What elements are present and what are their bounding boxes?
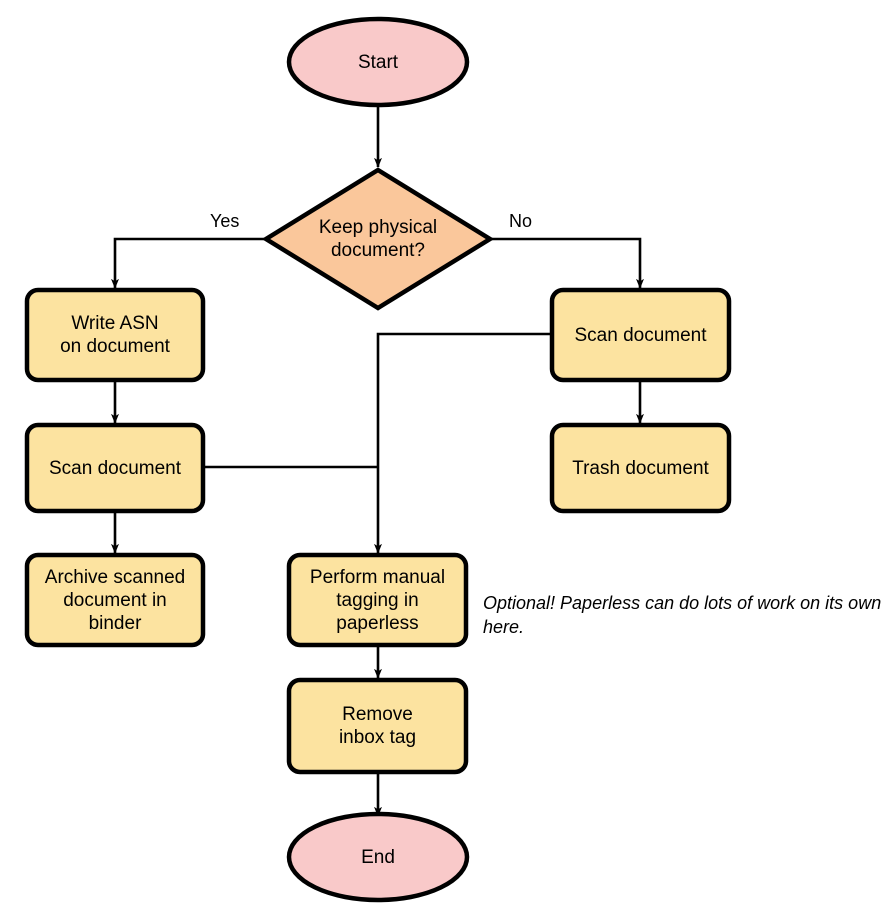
node-scan-right <box>549 287 732 383</box>
node-end <box>286 811 470 903</box>
edge-decision-yes-to-write-asn <box>111 237 266 289</box>
node-scan-left <box>24 422 206 514</box>
edge-scan-right-to-tagging <box>374 332 552 554</box>
node-remove-inbox <box>286 677 469 775</box>
node-trash <box>549 422 732 514</box>
node-write-asn <box>24 287 206 383</box>
node-start <box>286 16 470 108</box>
optional-note: Optional! Paperless can do lots of work … <box>483 593 882 637</box>
edge-label-yes: Yes <box>210 211 240 231</box>
edge-decision-no-to-scan-right <box>490 237 644 289</box>
node-decision <box>261 167 495 311</box>
connector-group <box>111 103 644 817</box>
node-tagging <box>286 552 469 648</box>
edge-label-no: No <box>509 211 533 231</box>
node-archive <box>24 552 206 648</box>
